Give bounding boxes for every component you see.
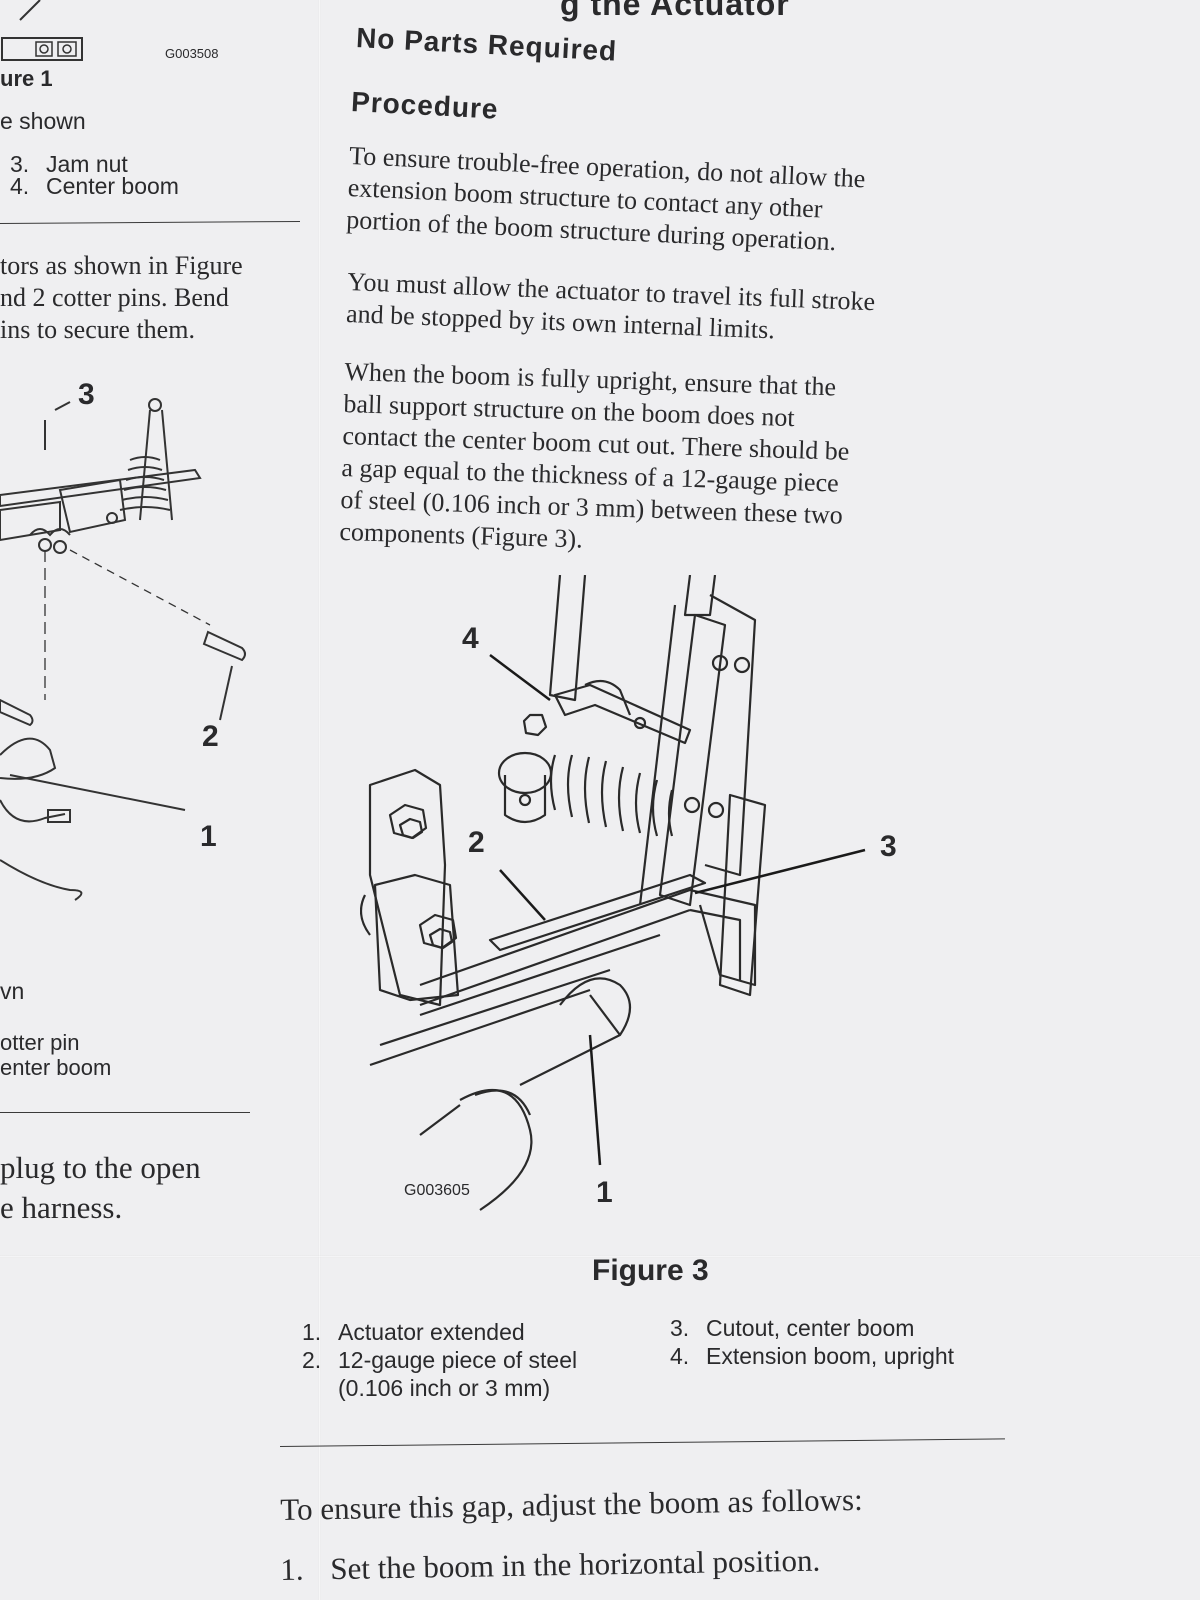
figure2-illustration: [0, 398, 246, 901]
paragraph-3: When the boom is fully upright, ensure t…: [339, 356, 965, 567]
figure1-fragment: [1, 0, 83, 61]
figure2-callout: 3: [78, 378, 95, 411]
legend-number: 3.: [10, 151, 30, 177]
left-paragraph-2: plug to the open e harness.: [0, 1148, 201, 1228]
figure2-callout: 1: [200, 820, 217, 853]
figure2-caption: vn: [0, 978, 25, 1004]
step-text: Set the boom in the horizontal position.: [329, 1542, 821, 1587]
legend-text: Cutout, center boom: [706, 1315, 915, 1341]
figure1-code: G003508: [165, 46, 219, 61]
section-divider: [279, 1438, 1005, 1447]
figure2-legend: otter pin enter boom: [0, 1030, 111, 1080]
legend-number: 3.: [670, 1315, 690, 1341]
figure1-caption: e shown: [0, 108, 86, 134]
step-number: 1.: [280, 1551, 304, 1587]
paper-fold-horizontal: [0, 1255, 1200, 1258]
section-title: g the Actuator: [560, 0, 790, 22]
legend-text: Actuator extended: [338, 1319, 525, 1345]
figure1-label: ure 1: [0, 66, 53, 91]
text-line: nd 2 cotter pins. Bend: [0, 283, 229, 312]
legend-number: 2.: [302, 1347, 322, 1373]
legend-text: Center boom: [46, 173, 179, 199]
figure3-callout-3: 3: [880, 830, 897, 863]
figure3-legend-item: 4. Extension boom, upright: [670, 1342, 954, 1370]
text-line: plug to the open: [0, 1150, 201, 1185]
legend-text: enter boom: [0, 1055, 112, 1080]
legend-text: Extension boom, upright: [706, 1343, 955, 1369]
text-line: tors as shown in Figure: [0, 251, 243, 280]
procedure-heading: Procedure: [350, 86, 500, 125]
figure3-legend-item: 1. Actuator extended: [302, 1318, 525, 1346]
figure3-legend-item: 2. 12-gauge piece of steel: [302, 1346, 577, 1374]
legend-text: 12-gauge piece of steel: [338, 1347, 578, 1373]
text-line: ins to secure them.: [0, 315, 195, 344]
legend-text: otter pin: [0, 1030, 80, 1055]
figure3-illustration: [360, 575, 866, 1211]
figure3-callout-1: 1: [596, 1176, 613, 1209]
figure1-legend-item: 4. Center boom: [10, 172, 179, 200]
legend-number: 1.: [302, 1319, 322, 1345]
figure3-legend-item: 3. Cutout, center boom: [670, 1314, 914, 1342]
figure1-legend-item: 3. Jam nut: [10, 150, 128, 178]
instruction-step-1: 1. Set the boom in the horizontal positio…: [280, 1543, 820, 1588]
figure3-legend-item: (0.106 inch or 3 mm): [302, 1374, 550, 1402]
text-line: e harness.: [0, 1190, 123, 1225]
legend-text: Jam nut: [46, 151, 128, 177]
figure3-callout-4: 4: [462, 622, 479, 655]
left-paragraph: tors as shown in Figure nd 2 cotter pins…: [0, 250, 243, 346]
paragraph-1: To ensure trouble-free operation, do not…: [346, 140, 970, 264]
figure3-code: G003605: [404, 1182, 470, 1199]
instructions-intro: To ensure this gap, adjust the boom as f…: [280, 1481, 863, 1527]
no-parts-heading: No Parts Required: [355, 22, 618, 67]
section-divider: [0, 220, 300, 225]
paper-fold-vertical: [318, 0, 321, 1600]
figure3-callout-2: 2: [468, 826, 485, 859]
legend-number: 4.: [670, 1343, 690, 1369]
legend-text: (0.106 inch or 3 mm): [338, 1375, 551, 1401]
figure2-callout: 2: [202, 720, 219, 753]
section-divider: [0, 1112, 250, 1113]
paragraph-2: You must allow the actuator to travel it…: [346, 266, 968, 354]
figure3-title: Figure 3: [592, 1254, 709, 1287]
legend-number: 4.: [10, 173, 30, 199]
